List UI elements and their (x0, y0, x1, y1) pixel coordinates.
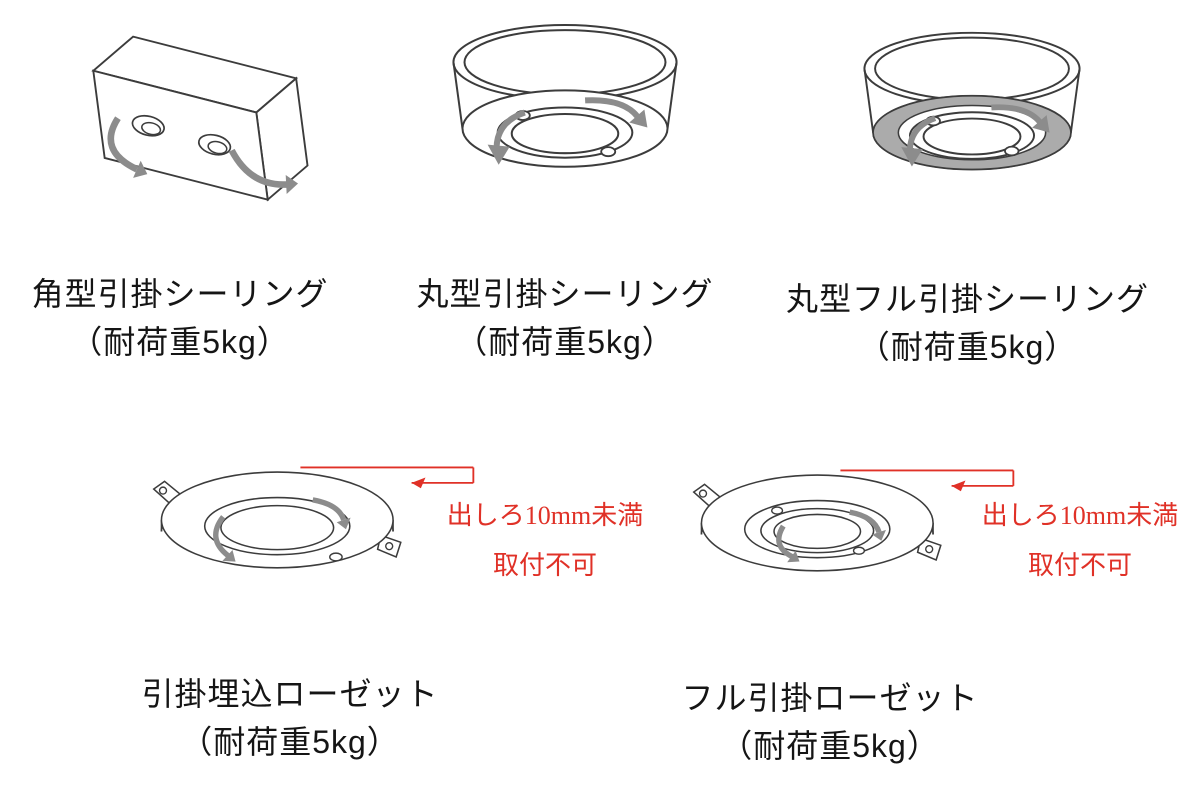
fixture-name: 丸型フル引掛シーリング (785, 281, 1149, 317)
warning-install-text: 取付不可 (492, 551, 597, 581)
ceiling-box (91, 35, 309, 202)
embedded-rosette-warning: 出しろ10mm未満 取付不可 (436, 502, 654, 580)
fixture-capacity: （耐荷重5kg） (720, 728, 940, 764)
rosette-body (700, 474, 934, 572)
rotation-arrows (901, 104, 1050, 167)
rotation-arrows (487, 97, 648, 165)
embedded-hook-rosette-caption: 引掛埋込ローゼット （耐荷重5kg） (110, 670, 470, 766)
hook-ring (743, 499, 891, 559)
round-hook-ceiling-caption: 丸型引掛シーリング （耐荷重5kg） (395, 270, 735, 366)
rotation-arrows (213, 497, 351, 562)
fixture-name: 引掛埋込ローゼット (141, 676, 439, 712)
fixture-name: 角型引掛シーリング (31, 276, 329, 312)
fixture-name: 丸型引掛シーリング (416, 276, 714, 312)
screw-holes (771, 506, 866, 555)
protrusion-dimension-red-lines (840, 469, 1015, 492)
fixture-capacity: （耐荷重5kg） (857, 329, 1078, 365)
fixture-capacity: （耐荷重5kg） (70, 324, 290, 360)
round-hook-ceiling-illustration (452, 24, 678, 168)
full-hook-rosette-illustration (692, 469, 1015, 572)
fixture-name: フル引掛ローゼット (681, 680, 979, 716)
fixture-capacity: （耐荷重5kg） (455, 324, 675, 360)
warning-install-text: 取付不可 (1027, 551, 1132, 581)
full-rosette-warning: 出しろ10mm未満 取付不可 (971, 502, 1189, 580)
socket-holes (131, 114, 232, 156)
square-hook-ceiling-illustration (91, 35, 309, 202)
rosette-body (160, 471, 394, 569)
square-hook-ceiling-caption: 角型引掛シーリング （耐荷重5kg） (10, 270, 350, 366)
rotation-arrows (107, 116, 299, 194)
hook-ring (203, 496, 351, 562)
warning-protrusion-text: 出しろ10mm未満 (446, 501, 644, 530)
embedded-hook-rosette-illustration (152, 466, 475, 569)
rotation-arrows (776, 509, 886, 563)
full-hook-rosette-caption: フル引掛ローゼット （耐荷重5kg） (650, 674, 1010, 770)
round-full-hook-ceiling-illustration (863, 31, 1081, 171)
hook-ring (909, 111, 1035, 160)
warning-protrusion-text: 出しろ10mm未満 (981, 501, 1179, 530)
protrusion-dimension-red-lines (300, 466, 475, 489)
round-full-hook-ceiling-caption: 丸型フル引掛シーリング （耐荷重5kg） (775, 275, 1160, 371)
cylinder-body (452, 24, 678, 168)
fixture-capacity: （耐荷重5kg） (180, 724, 400, 760)
cylinder-body (863, 31, 1081, 171)
